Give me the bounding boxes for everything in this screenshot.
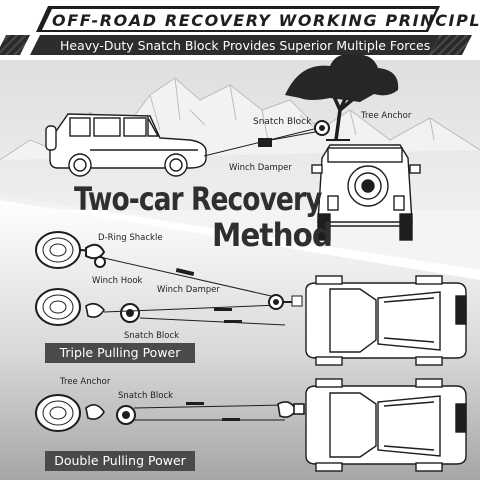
winch-hook-double bbox=[85, 404, 105, 420]
label-winch-damper-top: Winch Damper bbox=[229, 163, 292, 173]
label-winch-damper-triple: Winch Damper bbox=[157, 285, 220, 295]
snatch-block-top bbox=[314, 120, 330, 136]
hook-car-double bbox=[277, 401, 305, 418]
headline-line-2: Method bbox=[212, 216, 333, 254]
label-snatch-block-double: Snatch Block bbox=[118, 391, 174, 401]
page-title: OFF-ROAD RECOVERY WORKING PRINCIPLE bbox=[52, 11, 480, 30]
triple-ropes bbox=[103, 257, 286, 326]
double-ropes bbox=[133, 404, 286, 421]
rope-marker-triple-b bbox=[224, 320, 242, 323]
snatch-block-car-triple bbox=[268, 294, 303, 310]
tree-stump-triple-lower bbox=[35, 288, 81, 326]
rope-marker-double-a bbox=[186, 402, 204, 405]
d-ring-shackle bbox=[85, 243, 106, 268]
header-bars bbox=[0, 6, 472, 55]
label-snatch-block-top: Snatch Block bbox=[253, 117, 312, 127]
label-d-ring-shackle: D-Ring Shackle bbox=[98, 233, 163, 243]
winch-damper-top bbox=[258, 138, 272, 147]
label-tree-anchor-double: Tree Anchor bbox=[60, 377, 111, 387]
winch-damper-triple bbox=[175, 268, 195, 276]
label-snatch-block-triple: Snatch Block bbox=[124, 331, 180, 341]
car-top-view-double bbox=[305, 378, 467, 472]
rope-marker-double-b bbox=[222, 418, 240, 421]
banner-double-pulling-power: Double Pulling Power bbox=[45, 451, 195, 471]
page-subtitle: Heavy-Duty Snatch Block Provides Superio… bbox=[60, 38, 431, 53]
tree-anchor-top bbox=[285, 54, 399, 141]
snatch-block-triple bbox=[120, 303, 140, 323]
car-top-view-triple bbox=[305, 275, 467, 366]
label-winch-hook: Winch Hook bbox=[92, 276, 143, 286]
banner-triple-pulling-power: Triple Pulling Power bbox=[45, 343, 195, 363]
suv-side-view bbox=[45, 113, 207, 177]
tree-stump-triple-upper bbox=[35, 231, 95, 269]
suv-rear-view bbox=[311, 144, 421, 241]
snatch-block-double bbox=[116, 405, 136, 425]
tree-stump-double bbox=[35, 394, 81, 432]
label-tree-anchor-top: Tree Anchor bbox=[361, 111, 412, 121]
winch-hook-triple bbox=[85, 302, 105, 318]
rope-marker-triple-a bbox=[214, 308, 232, 311]
headline-line-1: Two-car Recovery bbox=[74, 180, 322, 218]
